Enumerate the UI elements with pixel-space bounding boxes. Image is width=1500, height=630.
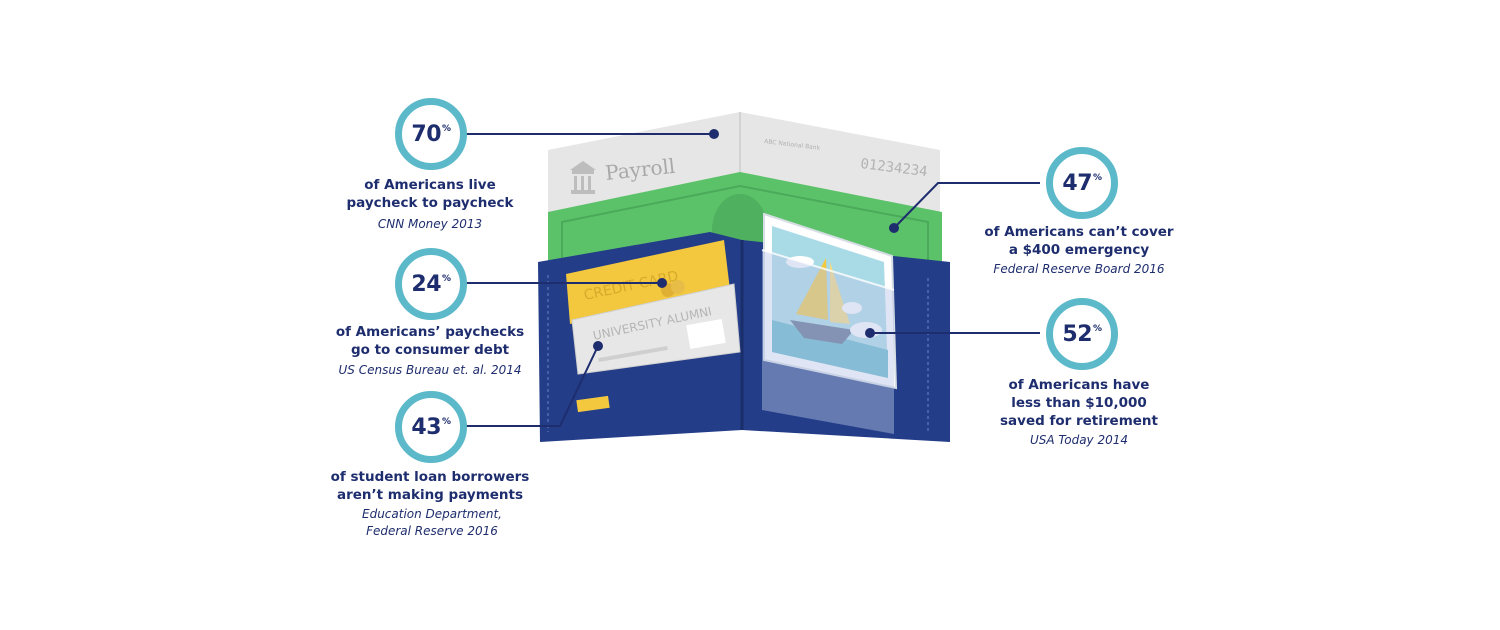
connector-dot [709,129,719,139]
stat-description: of Americans have less than $10,000 save… [1000,377,1158,429]
stat-source: CNN Money 2013 [377,217,483,231]
stat-description: of student loan borrowers aren’t making … [330,469,530,503]
stat-value: 43 [411,414,442,440]
stat-ring-70: 70% [395,98,467,170]
stat-ring-47: 47% [1046,147,1118,219]
stat-unit: % [442,273,451,284]
stat-value: 52 [1062,321,1093,347]
stat-source: USA Today 2014 [1029,433,1129,447]
stat-description: of Americans’ paychecks go to consumer d… [335,324,525,358]
stat-ring-52: 52% [1046,298,1118,370]
stat-value: 24 [411,271,442,297]
connector-dot [865,328,875,338]
alumni-card: UNIVERSITY ALUMNI [571,283,741,375]
stat-description: of Americans live paycheck to paycheck [346,177,514,211]
stat-ring-24: 24% [395,248,467,320]
stat-source: US Census Bureau et. al. 2014 [338,363,522,377]
clear-sleeve [762,250,894,434]
stat-value: 70 [411,121,442,147]
wallet-tab [576,395,610,413]
connector-dot [889,223,899,233]
stat-unit: % [1093,172,1102,183]
connector-lines [466,133,1040,427]
connector-dot [593,341,603,351]
stat-unit: % [442,123,451,134]
stat-value: 47 [1062,170,1093,196]
bank-icon [572,170,594,174]
stat-source: Federal Reserve Board 2016 [993,262,1165,276]
stat-ring-43: 43% [395,391,467,463]
stat-description: of Americans can’t cover a $400 emergenc… [984,224,1174,258]
stat-source: Education Department, Federal Reserve 20… [362,507,502,538]
sailboat-photo [763,212,898,390]
stat-unit: % [442,416,451,427]
stat-unit: % [1093,323,1102,334]
connector-dot [657,278,667,288]
